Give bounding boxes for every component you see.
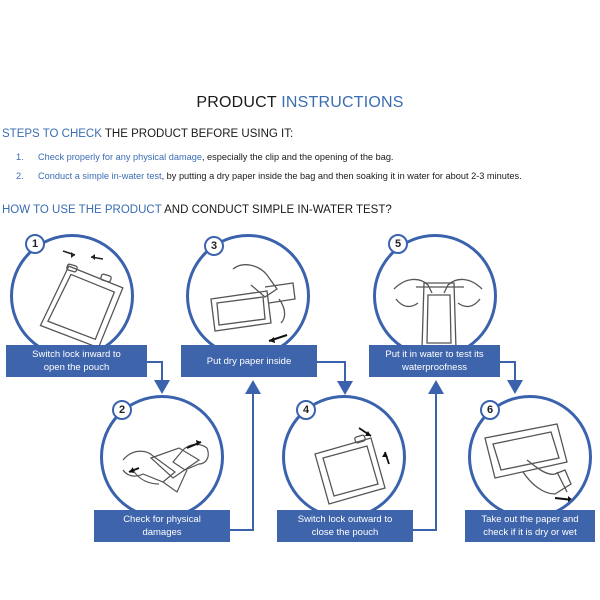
step-1-label-text: Switch lock inward to open the pouch bbox=[32, 349, 121, 373]
step-badge: 4 bbox=[296, 400, 316, 420]
pouch-open-icon bbox=[39, 250, 124, 349]
connector-5-to-6 bbox=[500, 361, 523, 394]
check-item-2: 2. Conduct a simple in-water test, by put… bbox=[16, 171, 522, 181]
step-5-label-text: Put it in water to test its waterproofne… bbox=[385, 349, 484, 373]
check-item-text: , by putting a dry paper inside the bag … bbox=[161, 171, 522, 181]
step-badge: 2 bbox=[112, 400, 132, 420]
step-badge: 5 bbox=[388, 234, 408, 254]
step-3-label: Put dry paper inside bbox=[181, 345, 317, 377]
step-2-illustration bbox=[100, 395, 224, 519]
page-title: PRODUCT INSTRUCTIONS bbox=[0, 94, 600, 112]
check-item-text: , especially the clip and the opening of… bbox=[201, 152, 394, 162]
step-2-label-text: Check for physical damages bbox=[123, 514, 201, 538]
connector-4-to-5 bbox=[413, 380, 444, 531]
section-heading-howto-accent: HOW TO USE THE PRODUCT bbox=[2, 204, 162, 216]
step-4-label-text: Switch lock outward to close the pouch bbox=[297, 514, 393, 538]
check-item-accent: Conduct a simple in-water test bbox=[38, 171, 162, 181]
step-1-label: Switch lock inward to open the pouch bbox=[6, 345, 147, 377]
step-3-label-text: Put dry paper inside bbox=[206, 355, 292, 367]
step-2-label: Check for physical damages bbox=[94, 510, 230, 542]
connector-1-to-2 bbox=[147, 361, 170, 394]
title-part-1: PRODUCT bbox=[196, 94, 282, 111]
step-1-illustration bbox=[10, 234, 134, 358]
step-6-illustration bbox=[468, 395, 592, 519]
step-badge: 6 bbox=[480, 400, 500, 420]
section-heading-checks-rest: THE PRODUCT BEFORE USING IT: bbox=[101, 128, 294, 140]
step-4-label: Switch lock outward to close the pouch bbox=[277, 510, 413, 542]
check-item-1: 1. Check properly for any physical damage… bbox=[16, 152, 393, 162]
remove-paper-icon bbox=[484, 423, 574, 503]
title-part-2: INSTRUCTIONS bbox=[281, 94, 404, 111]
connector-2-to-3 bbox=[230, 380, 261, 531]
section-heading-howto: HOW TO USE THE PRODUCT AND CONDUCT SIMPL… bbox=[2, 204, 392, 216]
insert-paper-icon bbox=[210, 264, 296, 343]
pouch-close-icon bbox=[314, 427, 390, 505]
step-badge: 3 bbox=[204, 236, 224, 256]
step-5-illustration bbox=[373, 234, 497, 358]
section-heading-checks-accent: STEPS TO CHECK bbox=[2, 128, 102, 140]
check-item-accent: Check properly for any physical damage bbox=[38, 152, 202, 162]
hands-inspect-icon bbox=[122, 440, 209, 493]
step-5-label: Put it in water to test its waterproofne… bbox=[369, 345, 500, 377]
section-heading-checks: STEPS TO CHECK THE PRODUCT BEFORE USING … bbox=[2, 128, 293, 140]
check-item-number: 1. bbox=[16, 152, 24, 162]
step-6-label-text: Take out the paper and check if it is dr… bbox=[481, 514, 579, 538]
step-6-label: Take out the paper and check if it is dr… bbox=[465, 510, 595, 542]
check-item-number: 2. bbox=[16, 171, 24, 181]
section-heading-howto-rest: AND CONDUCT SIMPLE IN-WATER TEST? bbox=[161, 204, 392, 216]
step-3-illustration bbox=[186, 234, 310, 358]
step-badge: 1 bbox=[25, 234, 45, 254]
connector-3-to-4 bbox=[317, 361, 353, 395]
water-test-icon bbox=[393, 278, 483, 350]
